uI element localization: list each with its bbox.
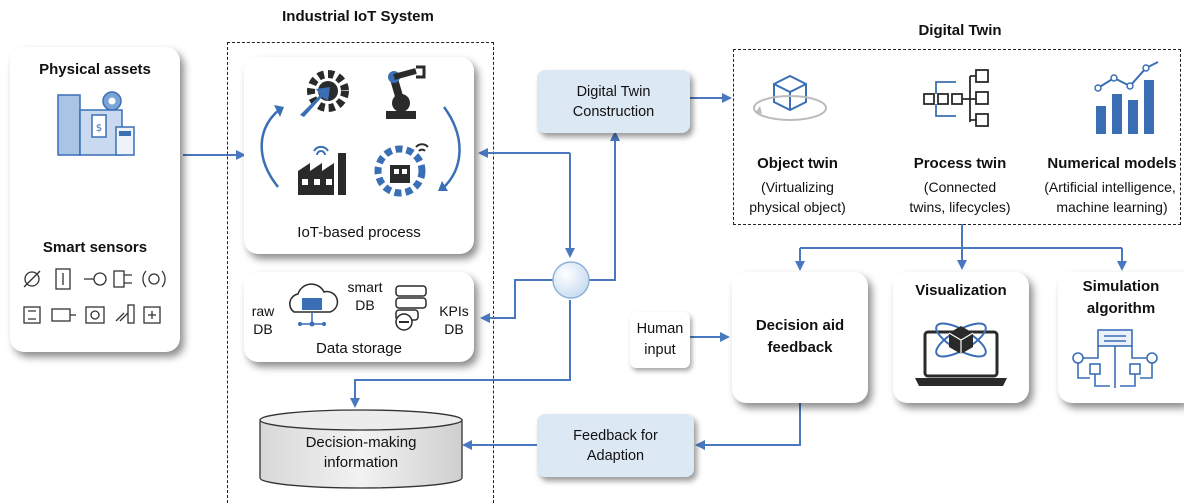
laptop-cube-icon — [915, 322, 1007, 386]
smart-db-label: DB — [355, 297, 375, 313]
process-twin-line1: (Connected — [923, 179, 997, 195]
decision-info-line2: information — [323, 454, 399, 471]
human-line1: Human — [636, 321, 684, 337]
cloud-icon — [289, 283, 339, 327]
object-twin-title: Object twin — [757, 155, 838, 172]
data-storage-panel: raw DB smart DB KPIs DB Data storage — [244, 272, 474, 362]
digital-twin-group — [733, 49, 1181, 225]
factory-icon — [298, 145, 346, 195]
smart-sensors-icons — [23, 268, 166, 324]
decision-aid-line2: feedback — [767, 339, 833, 356]
iot-process-panel: IoT-based process — [244, 57, 474, 254]
junction-node — [552, 261, 590, 299]
smart-sensors-title: Smart sensors — [42, 239, 148, 256]
human-input-box: Human input — [630, 312, 690, 368]
gear-arrow-icon — [300, 70, 349, 117]
process-flow-icon — [923, 69, 989, 127]
twin-title: Digital Twin — [918, 22, 1002, 39]
object-twin-line1: (Virtualizing — [761, 179, 834, 195]
simulation-panel: Simulation algorithm — [1058, 272, 1184, 403]
cycle-arrows-icon — [260, 105, 461, 191]
object-twin-line2: physical object) — [749, 199, 846, 215]
cube-orbit-icon — [753, 74, 827, 121]
feedback-line2: Adaption — [586, 447, 645, 464]
process-twin-line2: twins, lifecycles) — [909, 199, 1011, 215]
visualization-panel: Visualization — [893, 272, 1029, 403]
robot-arm-icon — [386, 65, 426, 119]
simulation-line1: Simulation — [1082, 278, 1160, 295]
decision-making-cylinder — [259, 409, 463, 489]
human-line2: input — [644, 342, 676, 358]
process-twin-title: Process twin — [913, 155, 1007, 172]
kpis-label: KPIs — [439, 303, 469, 319]
visualization-title: Visualization — [915, 282, 1007, 299]
feedback-line1: Feedback for — [573, 427, 658, 444]
construction-line2: Construction — [572, 103, 655, 120]
feedback-adaption-box: Feedback for Adaption — [537, 414, 694, 477]
kpis-db-label: DB — [444, 321, 464, 337]
twin-construction-box: Digital Twin Construction — [537, 70, 690, 133]
physical-assets-panel: Physical assets $ Smart sensors — [10, 47, 180, 352]
simulation-line2: algorithm — [1086, 300, 1156, 317]
numerical-models-title: Numerical models — [1047, 155, 1177, 172]
raw-db-label: DB — [253, 321, 273, 337]
algorithm-flow-icon — [1072, 329, 1158, 388]
construction-line1: Digital Twin — [576, 83, 651, 100]
physical-assets-title: Physical assets — [39, 61, 151, 78]
raw-label: raw — [251, 303, 275, 319]
iiot-system-group — [227, 42, 494, 503]
smart-label: smart — [347, 279, 383, 295]
database-icon — [395, 285, 427, 331]
svg-text:$: $ — [96, 123, 102, 134]
iot-process-label: IoT-based process — [297, 224, 421, 241]
bar-chart-icon — [1094, 61, 1159, 134]
numerical-line2: machine learning) — [1056, 199, 1168, 215]
decision-aid-line1: Decision aid — [755, 317, 845, 334]
decision-info-line1: Decision-making — [305, 434, 417, 451]
data-storage-label: Data storage — [316, 340, 402, 357]
iiot-title: Industrial IoT System — [282, 8, 434, 25]
smart-factory-icon — [374, 143, 429, 197]
physical-assets-icon: $ — [57, 91, 135, 156]
numerical-line1: (Artificial intelligence, — [1044, 179, 1176, 195]
decision-aid-panel: Decision aid feedback — [732, 272, 868, 403]
